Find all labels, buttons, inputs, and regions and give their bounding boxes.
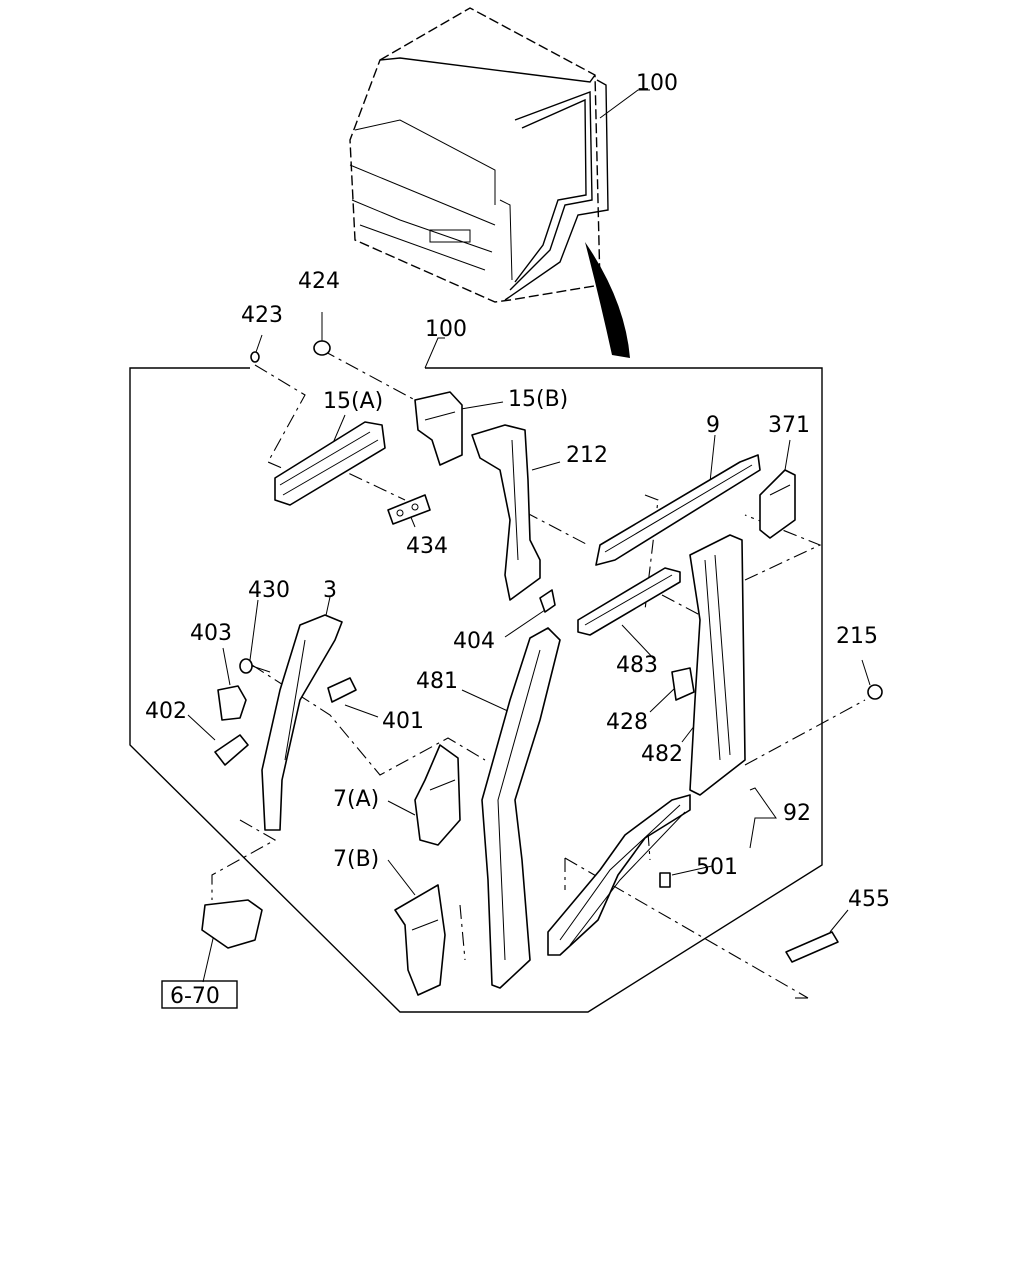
part-9-rail: [595, 454, 761, 566]
label-423: 423: [241, 303, 283, 328]
label-501: 501: [696, 855, 738, 880]
label-482: 482: [641, 742, 683, 767]
label-92: 92: [783, 801, 811, 826]
part-92-rocker: [547, 794, 691, 956]
part-483-channel: [577, 567, 681, 636]
part-430-bolt: [239, 658, 271, 674]
cab-assembly-drawing: [349, 7, 609, 303]
part-7a-hinge: [414, 744, 461, 846]
label-6-70: 6-70: [170, 984, 220, 1009]
part-434-bracket: [387, 494, 431, 525]
part-371-plate: [759, 469, 796, 539]
label-404: 404: [453, 629, 495, 654]
part-424-washer: [313, 340, 331, 356]
part-455-strip: [785, 931, 839, 963]
panel-group-boundary: [129, 367, 823, 1013]
part-15a-reinforcement: [274, 421, 386, 506]
part-481-pillar: [481, 627, 561, 989]
label-100-panel: 100: [425, 317, 467, 342]
part-3-pillar: [261, 614, 343, 831]
label-7a: 7(A): [333, 787, 379, 812]
part-423-pin: [250, 351, 260, 363]
label-100-cab: 100: [636, 71, 678, 96]
part-401-link: [327, 677, 357, 703]
part-212-pillar: [471, 424, 541, 601]
part-404-clip: [539, 589, 556, 613]
part-482-pillar: [689, 534, 746, 796]
part-215-grommet: [867, 684, 883, 700]
label-430: 430: [248, 578, 290, 603]
part-403-bracket: [217, 685, 247, 721]
label-7b: 7(B): [333, 847, 379, 872]
label-15b: 15(B): [508, 387, 568, 412]
label-403: 403: [190, 621, 232, 646]
label-428: 428: [606, 710, 648, 735]
leader-lines: [187, 89, 871, 983]
assembly-arrow: [585, 242, 630, 358]
label-455: 455: [848, 887, 890, 912]
part-6-70-reference: [201, 899, 263, 949]
label-3: 3: [323, 578, 337, 603]
label-424: 424: [298, 269, 340, 294]
part-402-clamp: [214, 734, 249, 766]
label-483: 483: [616, 653, 658, 678]
label-212: 212: [566, 443, 608, 468]
label-371: 371: [768, 413, 810, 438]
reference-box: [161, 980, 238, 1009]
part-428-plate: [671, 667, 695, 701]
label-15a: 15(A): [323, 389, 383, 414]
label-9: 9: [706, 413, 720, 438]
label-402: 402: [145, 699, 187, 724]
alignment-lines: [211, 349, 866, 999]
label-481: 481: [416, 669, 458, 694]
label-401: 401: [382, 709, 424, 734]
label-434: 434: [406, 534, 448, 559]
part-15b-bracket: [414, 391, 463, 466]
label-215: 215: [836, 624, 878, 649]
part-7b-hinge: [394, 884, 446, 996]
part-501-screw: [659, 872, 671, 888]
